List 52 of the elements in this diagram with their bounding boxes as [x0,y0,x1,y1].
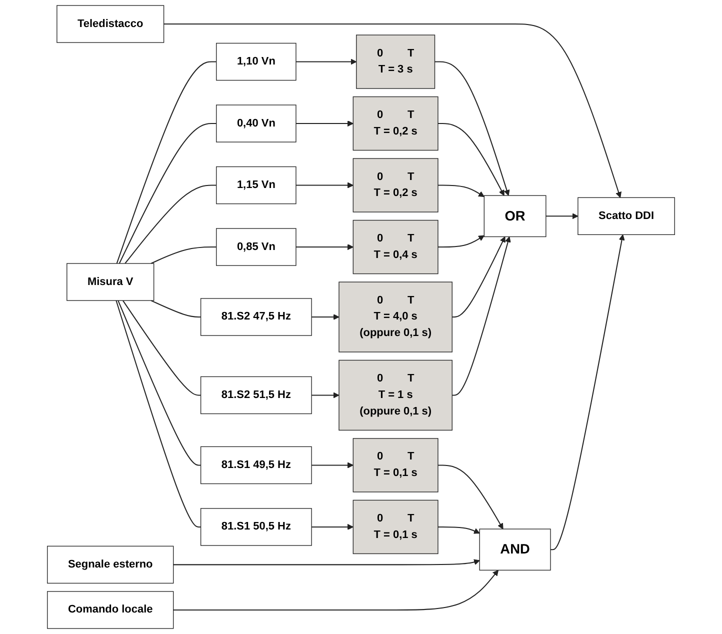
arrow [296,182,354,188]
arrow [438,526,480,534]
arrow [296,120,354,127]
node-box: Misura V [66,263,154,301]
node-box: 1,10 Vn [216,42,296,81]
arrow [438,464,504,530]
connector [124,184,216,264]
connector [122,300,201,396]
arrow [312,314,340,320]
node-box: 81.S1 50,5 Hz [200,508,312,546]
node-box: 0 T T = 0,4 s [352,220,438,274]
node-box: 0,40 Vn [216,104,296,142]
arrow [452,236,506,318]
arrow [173,559,480,566]
arrow [546,213,578,220]
node-box: 0 T T = 0,2 s [352,158,438,212]
arrow [550,234,625,550]
arrow [296,58,357,65]
node-box: 0,85 Vn [216,228,296,266]
connector [116,300,201,528]
arrow [312,462,354,468]
connector [150,246,216,264]
connector [118,300,201,466]
arrow [296,244,354,250]
arrow [438,184,484,198]
node-box: AND [479,528,551,571]
node-box: 1,15 Vn [216,166,296,204]
node-box: 0 T T = 0,2 s [352,96,438,151]
arrow [164,24,622,198]
node-box: 81.S2 47,5 Hz [200,298,312,336]
node-box: 81.S2 51,5 Hz [200,376,312,414]
node-box: 0 T T = 4,0 s (oppure 0,1 s) [338,282,452,352]
arrow [312,524,354,530]
node-box: Comando locale [47,591,174,629]
node-box: 0 T T = 1 s (oppure 0,1 s) [338,360,452,431]
node-box: 0 T T = 3 s [356,34,436,89]
arrow [452,236,511,396]
arrow [438,123,504,196]
arrow [173,570,499,610]
arrow [312,392,340,398]
node-box: 81.S1 49,5 Hz [200,446,312,484]
node-box: Teledistacco [56,5,164,43]
arrow [434,61,510,196]
connector [150,300,201,318]
node-box: 0 T T = 0,1 s [352,438,438,492]
connector [116,61,216,264]
node-box: OR [484,195,546,238]
arrow [438,235,484,248]
node-box: Scatto DDI [578,197,675,235]
connector [118,123,216,264]
node-box: Segnale esterno [47,546,174,584]
node-box: 0 T T = 0,1 s [352,500,438,554]
